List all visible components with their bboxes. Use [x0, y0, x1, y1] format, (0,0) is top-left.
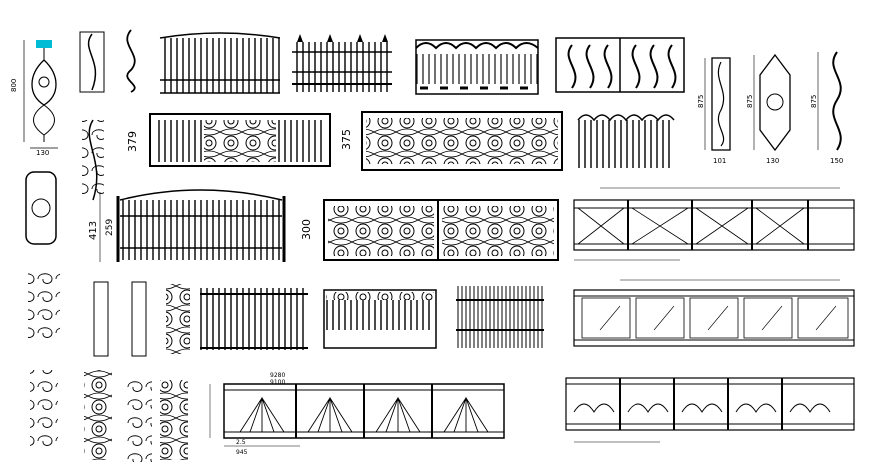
baluster-row4-4 [166, 284, 190, 354]
baluster-r3-width: 150 [830, 157, 843, 165]
baluster-r3-height: 875 [810, 95, 818, 108]
panel-c-height-label: 300 [300, 219, 313, 240]
railing-panel-ornate-a: 379 [126, 113, 331, 167]
baluster-r2-width: 130 [766, 157, 779, 165]
panel-a-height-label: 379 [126, 131, 139, 152]
fence-panel-leaf-4 [555, 37, 685, 93]
fence-panel-row4-2 [323, 289, 437, 349]
railing-elevation-diagonal [573, 187, 855, 261]
railing-panel-arched-bars [577, 114, 675, 168]
fence-panel-spiked-1 [159, 32, 281, 94]
railing-elevation-glass [573, 279, 855, 347]
gate-spiked: 413 259 [88, 189, 286, 262]
dim-small-2: 9100 [270, 379, 285, 386]
baluster-row5-3 [126, 378, 152, 462]
fence-panel-row4-3 [456, 286, 544, 348]
baluster-right-2: 875 130 [746, 53, 791, 165]
baluster-width-label: 130 [36, 149, 49, 157]
baluster-r1-height: 875 [697, 95, 705, 108]
baluster-row4-2 [93, 281, 109, 357]
dim-bottom-1: 2.5 [236, 439, 246, 446]
baluster-scroll-left [82, 119, 104, 201]
baluster-oval-left [25, 171, 57, 245]
baluster-ornament-2 [79, 31, 105, 93]
baluster-row4-3 [131, 281, 147, 357]
fence-panel-spear-2 [292, 34, 392, 92]
baluster-row5-2 [84, 370, 112, 460]
baluster-ornament-tall: 800 130 [10, 40, 58, 157]
railing-panel-ornate-b: 375 [340, 111, 563, 171]
fence-panel-arched-3 [415, 39, 539, 95]
baluster-ornament-3 [126, 29, 136, 93]
baluster-row4-1 [28, 272, 60, 338]
railing-elevation-sunburst: 9280 9100 2.5 945 [209, 372, 505, 456]
gate-total-height: 413 [88, 221, 99, 240]
baluster-r2-height: 875 [746, 95, 754, 108]
baluster-right-1: 875 101 [697, 57, 731, 165]
baluster-r1-width: 101 [713, 157, 726, 165]
railing-elevation-wave [565, 377, 855, 443]
railing-panel-medallion: 300 [300, 199, 559, 261]
fence-panel-row4-1 [200, 288, 308, 350]
dim-bottom-2: 945 [236, 449, 248, 456]
baluster-right-3: 875 150 [810, 51, 843, 165]
baluster-height-label: 800 [10, 79, 18, 92]
gate-frame-height: 259 [105, 219, 115, 236]
dim-small-1: 9280 [270, 372, 285, 379]
baluster-row5-1 [30, 370, 58, 450]
baluster-row5-4 [160, 380, 188, 460]
panel-b-height-label: 375 [340, 129, 353, 150]
